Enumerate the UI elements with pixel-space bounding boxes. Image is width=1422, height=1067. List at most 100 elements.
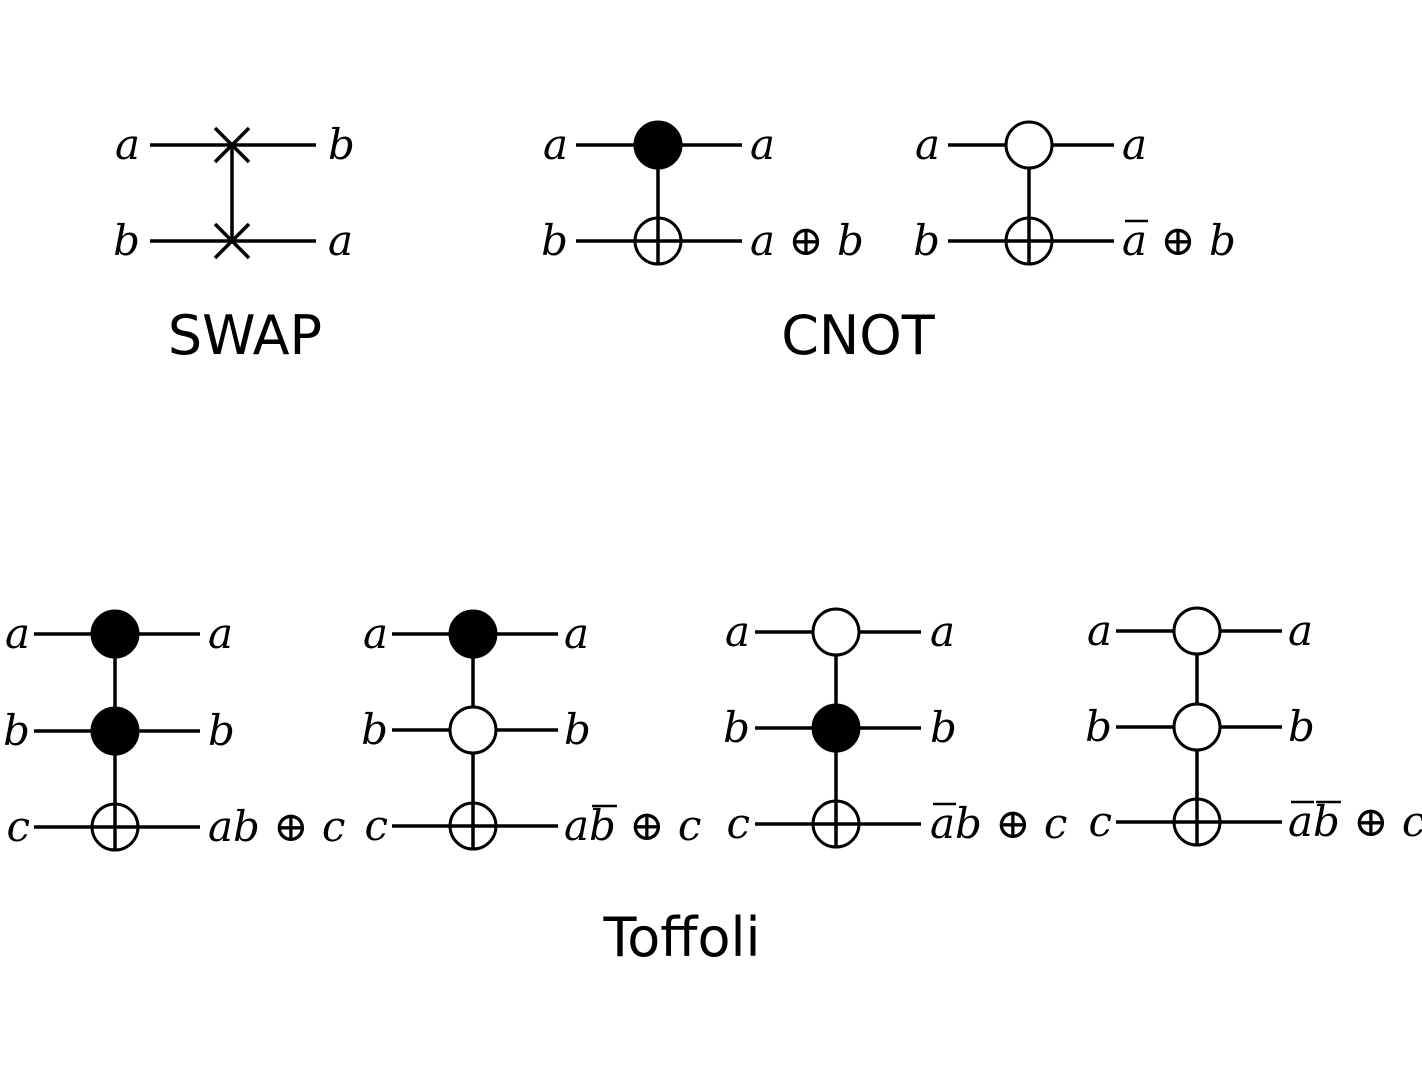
input-label: a: [915, 120, 940, 169]
output-label: ab ⊕ c: [208, 802, 345, 851]
input-label: b: [541, 216, 568, 265]
gate-toffoli-1: [34, 609, 200, 852]
output-label: a: [328, 216, 353, 265]
input-label: a: [115, 120, 140, 169]
variable: a: [915, 120, 940, 169]
variable: a: [750, 120, 775, 169]
variable: c: [364, 801, 388, 850]
input-label: b: [913, 216, 940, 265]
control-open: [1004, 120, 1054, 170]
output-label: a: [750, 120, 775, 169]
output-label: ab ⊕ c: [930, 799, 1067, 848]
variable: b: [1288, 702, 1315, 751]
input-label: c: [6, 802, 30, 851]
variable: a: [750, 216, 775, 265]
gate-toffoli-3: [755, 607, 921, 849]
variable: a: [564, 801, 589, 850]
input-label: b: [113, 216, 140, 265]
input-label: b: [723, 703, 750, 752]
variable: b: [541, 216, 568, 265]
variable: c: [678, 801, 702, 850]
control-open: [1172, 702, 1222, 752]
input-label: a: [1087, 606, 1112, 655]
control-open: [1172, 606, 1222, 656]
input-label: c: [1088, 797, 1112, 846]
variable: a: [363, 609, 388, 658]
variable: a: [1087, 606, 1112, 655]
variable: b: [1085, 702, 1112, 751]
output-label: a ⊕ b: [750, 216, 864, 265]
output-label: b: [564, 705, 591, 754]
variable: b: [1209, 216, 1236, 265]
caption-cnot: CNOT: [781, 304, 936, 367]
variable: a: [930, 799, 955, 848]
variable: a: [1288, 797, 1313, 846]
variable: b: [361, 705, 388, 754]
input-label: a: [725, 607, 750, 656]
input-label: b: [1085, 702, 1112, 751]
input-label: c: [726, 799, 750, 848]
control-filled: [90, 706, 140, 756]
gate-cnot-negative: [948, 120, 1114, 266]
operator-xor: ⊕: [775, 216, 837, 265]
output-label: ab ⊕ c: [1288, 797, 1422, 846]
output-label: b: [328, 120, 355, 169]
variable: c: [6, 802, 30, 851]
control-filled: [811, 703, 861, 753]
variable: a: [1288, 606, 1313, 655]
output-label: a: [1122, 120, 1147, 169]
variable: b: [233, 802, 260, 851]
variable: b: [837, 216, 864, 265]
output-label: b: [1288, 702, 1315, 751]
control-filled: [90, 609, 140, 659]
operator-xor: ⊕: [1340, 797, 1402, 846]
output-label: a ⊕ b: [1122, 216, 1236, 265]
variable: a: [725, 607, 750, 656]
variable: b: [930, 703, 957, 752]
variable: b: [3, 706, 30, 755]
output-label: a: [930, 607, 955, 656]
control-filled: [448, 609, 498, 659]
output-label: b: [208, 706, 235, 755]
operator-xor: ⊕: [982, 799, 1044, 848]
variable: b: [955, 799, 982, 848]
output-label: ab ⊕ c: [564, 801, 701, 850]
operator-xor: ⊕: [616, 801, 678, 850]
variable: b: [589, 801, 616, 850]
variable: a: [543, 120, 568, 169]
variable: a: [564, 609, 589, 658]
variable: b: [208, 706, 235, 755]
control-filled: [633, 120, 683, 170]
gate-toffoli-4: [1116, 606, 1282, 847]
input-label: a: [363, 609, 388, 658]
caption-swap: SWAP: [168, 304, 322, 367]
swap-cross: [213, 222, 251, 260]
variable: b: [113, 216, 140, 265]
variable: a: [1122, 120, 1147, 169]
control-open: [448, 705, 498, 755]
variable: c: [1044, 799, 1068, 848]
variable: c: [726, 799, 750, 848]
control-open: [811, 607, 861, 657]
variable: b: [913, 216, 940, 265]
variable: a: [1122, 216, 1147, 265]
output-label: b: [930, 703, 957, 752]
gate-swap: [150, 126, 316, 260]
variable: c: [322, 802, 346, 851]
gate-cnot-positive: [576, 120, 742, 266]
input-label: b: [361, 705, 388, 754]
variable: b: [1313, 797, 1340, 846]
swap-cross: [213, 126, 251, 164]
variable: b: [328, 120, 355, 169]
output-label: a: [1288, 606, 1313, 655]
gate-toffoli-2: [392, 609, 558, 851]
operator-xor: ⊕: [260, 802, 322, 851]
variable: a: [5, 609, 30, 658]
variable: a: [328, 216, 353, 265]
variable: a: [208, 802, 233, 851]
variable: b: [723, 703, 750, 752]
input-label: a: [543, 120, 568, 169]
output-label: a: [564, 609, 589, 658]
